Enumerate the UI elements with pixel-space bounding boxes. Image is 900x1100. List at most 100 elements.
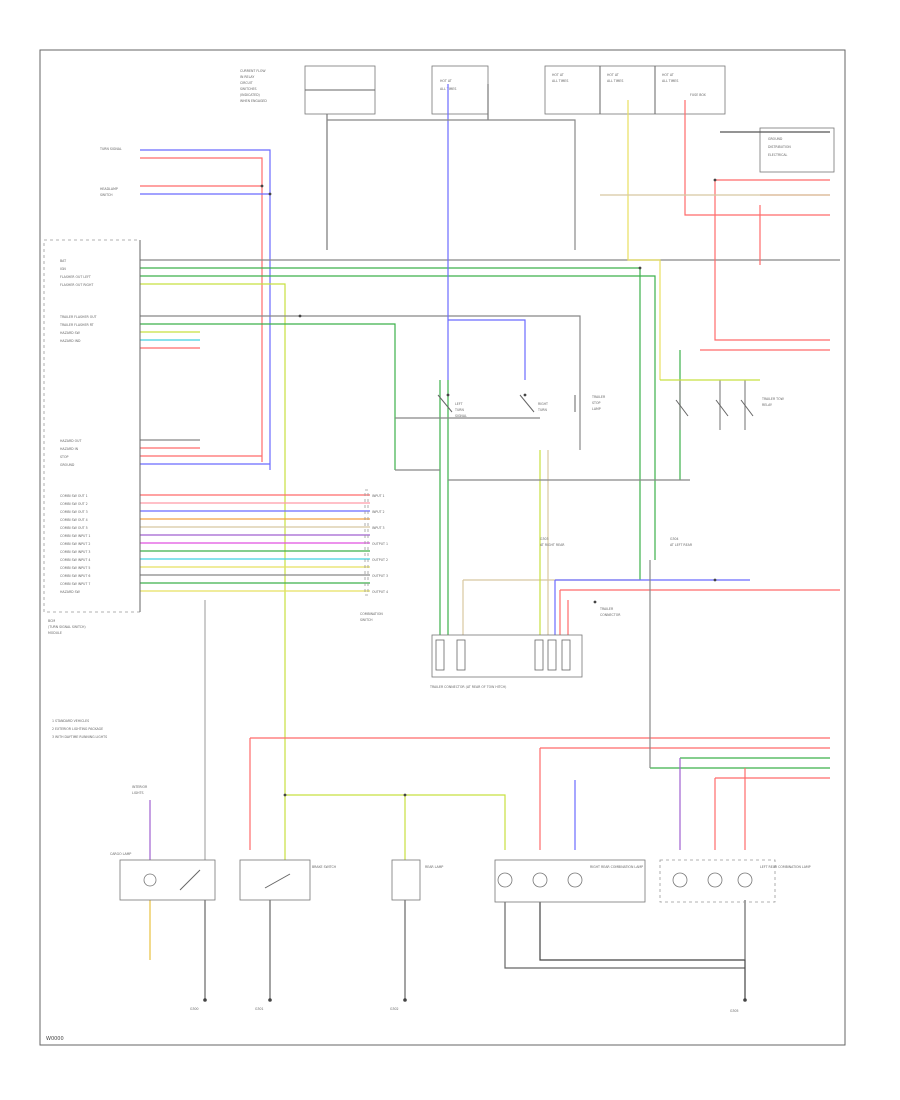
svg-text:OUTPUT 4: OUTPUT 4: [372, 590, 388, 594]
svg-text:SWITCHES: SWITCHES: [240, 87, 257, 91]
figure-id: W0000: [46, 1036, 64, 1042]
rear-lamp: REAR LAMP: [391, 859, 443, 901]
svg-text:COMBI SW INPUT 6: COMBI SW INPUT 6: [60, 574, 90, 578]
svg-text:SWITCH: SWITCH: [360, 618, 373, 622]
svg-text:LAMP: LAMP: [592, 407, 601, 411]
wires: [140, 84, 840, 1000]
svg-text:SIGNAL: SIGNAL: [455, 414, 467, 418]
fuse-block-left: CURRENT FLOW IN RELAY CIRCUIT SWITCHES (…: [240, 65, 376, 115]
svg-text:FLASHER OUT LEFT: FLASHER OUT LEFT: [60, 275, 91, 279]
svg-text:LIGHTS: LIGHTS: [132, 791, 144, 795]
svg-text:COMBI SW INPUT 1: COMBI SW INPUT 1: [60, 534, 90, 538]
svg-text:HAZARD OUT: HAZARD OUT: [60, 439, 81, 443]
svg-text:OUTPUT 1: OUTPUT 1: [372, 542, 388, 546]
svg-text:BCM: BCM: [48, 619, 55, 623]
svg-text:G305: G305: [730, 1009, 739, 1013]
svg-text:DISTRIBUTION: DISTRIBUTION: [768, 145, 791, 149]
svg-text:IGN: IGN: [60, 267, 66, 271]
svg-text:AT LEFT REAR: AT LEFT REAR: [670, 543, 693, 547]
legend-notes: 1 STANDARD VEHICLES 2 EXTERIOR LIGHTING …: [52, 719, 107, 739]
svg-text:FLASHER OUT RIGHT: FLASHER OUT RIGHT: [60, 283, 93, 287]
svg-text:WHEN ENGAGED: WHEN ENGAGED: [240, 99, 267, 103]
svg-text:TURN SIGNAL: TURN SIGNAL: [99, 147, 122, 151]
brake-switch-label: BRAKE SWITCH: [312, 865, 337, 869]
svg-text:CURRENT FLOW: CURRENT FLOW: [240, 69, 266, 73]
svg-text:STOP: STOP: [60, 455, 68, 459]
ground-symbols-mid: G303 AT RIGHT REAR G304 AT LEFT REAR TRA…: [540, 537, 693, 617]
svg-text:HOT AT: HOT AT: [607, 73, 619, 77]
svg-text:INPUT 3: INPUT 3: [372, 526, 385, 530]
svg-text:IN RELAY: IN RELAY: [240, 75, 254, 79]
svg-text:TRAILER FLASHER OUT: TRAILER FLASHER OUT: [59, 315, 97, 319]
svg-text:COMBI SW INPUT 5: COMBI SW INPUT 5: [60, 566, 90, 570]
svg-text:HAZARD IND: HAZARD IND: [60, 339, 81, 343]
svg-text:ELECTRICAL: ELECTRICAL: [768, 153, 788, 157]
svg-text:INPUT 1: INPUT 1: [372, 494, 385, 498]
svg-text:GROUND: GROUND: [60, 463, 75, 467]
right-switches: TRAILER TOW RELAY: [675, 397, 785, 417]
svg-text:COMBI SW OUT 2: COMBI SW OUT 2: [60, 502, 88, 506]
svg-text:G302: G302: [390, 1007, 399, 1011]
svg-text:GROUND: GROUND: [768, 137, 783, 141]
cargo-lamp-label: CARGO LAMP: [110, 852, 131, 856]
svg-text:G301: G301: [255, 1007, 264, 1011]
brake-switch: BRAKE SWITCH: [239, 859, 337, 901]
svg-text:ALL TIMES: ALL TIMES: [662, 79, 678, 83]
svg-text:G304: G304: [670, 537, 679, 541]
svg-text:HOT AT: HOT AT: [440, 79, 452, 83]
combination-switch: INPUT 1 INPUT 2 INPUT 3 OUTPUT 1 OUTPUT …: [360, 489, 388, 622]
svg-text:COMBI SW INPUT 3: COMBI SW INPUT 3: [60, 550, 90, 554]
svg-text:INPUT 2: INPUT 2: [372, 510, 385, 514]
legend-note-1: 1 STANDARD VEHICLES: [52, 719, 89, 723]
diagram-frame: [39, 49, 846, 1046]
svg-text:OUTPUT 3: OUTPUT 3: [372, 574, 388, 578]
right-upper-module: GROUND DISTRIBUTION ELECTRICAL: [759, 127, 835, 173]
hazard-switches: LEFT TURN SIGNAL RIGHT TURN TRAILER STOP…: [437, 393, 606, 418]
bcm-module: BCM (TURN SIGNAL SWITCH) MODULE: [43, 239, 141, 635]
left-tail-label: LEFT REAR COMBINATION LAMP: [760, 865, 811, 869]
bcm-pin-labels: BAT IGN FLASHER OUT LEFT FLASHER OUT RIG…: [59, 147, 122, 594]
svg-text:COMBI SW OUT 5: COMBI SW OUT 5: [60, 526, 88, 530]
svg-text:OUTPUT 2: OUTPUT 2: [372, 558, 388, 562]
svg-text:ALL TIMES: ALL TIMES: [552, 79, 568, 83]
rear-lamp-label: REAR LAMP: [425, 865, 443, 869]
svg-text:STOP: STOP: [592, 401, 600, 405]
svg-text:TURN: TURN: [454, 408, 464, 412]
svg-text:COMBINATION: COMBINATION: [360, 612, 383, 616]
ground-terminals: G300 G301 G302 G305: [190, 998, 747, 1013]
right-tail-label: RIGHT REAR COMBINATION LAMP: [590, 865, 643, 869]
svg-text:COMBI SW OUT 3: COMBI SW OUT 3: [60, 510, 88, 514]
svg-text:TRAILER FLASHER RT: TRAILER FLASHER RT: [59, 323, 94, 327]
svg-text:TRAILER TOW: TRAILER TOW: [761, 397, 785, 401]
svg-text:HOT AT: HOT AT: [662, 73, 674, 77]
svg-text:G303: G303: [540, 537, 549, 541]
svg-text:INTERIOR: INTERIOR: [132, 785, 148, 789]
svg-text:G300: G300: [190, 1007, 199, 1011]
svg-text:COMBI SW INPUT 4: COMBI SW INPUT 4: [60, 558, 90, 562]
svg-text:ALL TIMES: ALL TIMES: [607, 79, 623, 83]
left-rear-combination-lamp: LEFT REAR COMBINATION LAMP: [659, 859, 811, 903]
svg-text:AT RIGHT REAR: AT RIGHT REAR: [540, 543, 565, 547]
trailer-connector: TRAILER CONNECTOR (AT REAR OF TOW HITCH): [429, 634, 583, 689]
svg-text:HEADLAMP: HEADLAMP: [100, 187, 118, 191]
svg-text:BAT: BAT: [60, 259, 66, 263]
svg-text:HOT AT: HOT AT: [552, 73, 564, 77]
fuse-block-right: HOT AT ALL TIMES HOT AT ALL TIMES HOT AT…: [544, 65, 726, 115]
cargo-lamp: CARGO LAMP INTERIOR LIGHTS: [110, 785, 216, 901]
svg-text:COMBI SW OUT 1: COMBI SW OUT 1: [60, 494, 88, 498]
svg-text:FUSE BOX: FUSE BOX: [690, 93, 707, 97]
trailer-connector-label: TRAILER CONNECTOR (AT REAR OF TOW HITCH): [429, 685, 506, 689]
svg-text:COMBI SW INPUT 7: COMBI SW INPUT 7: [60, 582, 90, 586]
legend-note-3: 3 WITH DAYTIME RUNNING LIGHTS: [52, 735, 107, 739]
svg-text:(TURN SIGNAL SWITCH): (TURN SIGNAL SWITCH): [48, 625, 86, 629]
svg-text:MODULE: MODULE: [48, 631, 62, 635]
svg-text:RIGHT: RIGHT: [538, 402, 548, 406]
svg-text:LEFT: LEFT: [455, 402, 463, 406]
svg-text:HAZARD SW: HAZARD SW: [60, 590, 81, 594]
svg-text:TRAILER: TRAILER: [591, 395, 606, 399]
fuse-block-center: HOT AT ALL TIMES: [431, 65, 489, 115]
legend-note-2: 2 EXTERIOR LIGHTING PACKAGE: [52, 727, 103, 731]
svg-text:CIRCUIT: CIRCUIT: [240, 81, 253, 85]
svg-text:(INDICATED): (INDICATED): [240, 93, 260, 97]
